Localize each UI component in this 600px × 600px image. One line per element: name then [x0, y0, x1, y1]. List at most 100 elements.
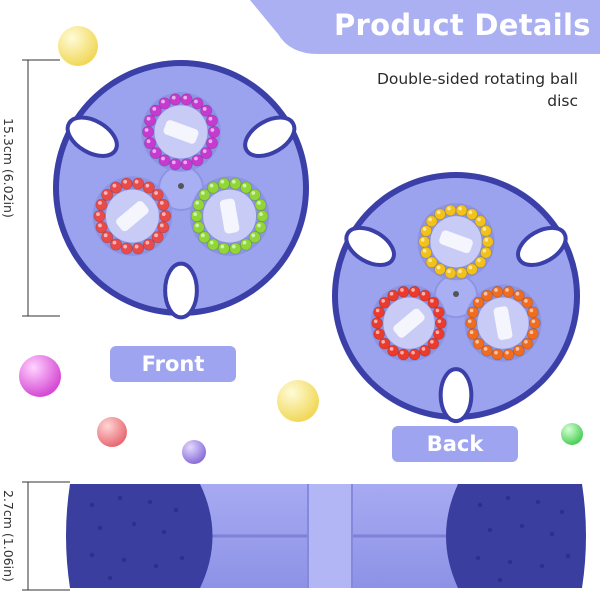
- ring-ball: [472, 337, 485, 350]
- ring-ball-highlight: [421, 291, 426, 296]
- floating-ball-pink: [19, 355, 61, 397]
- ring-ball-highlight: [154, 233, 158, 238]
- ring-ball-highlight: [524, 299, 528, 303]
- ring-ball-highlight: [145, 240, 150, 245]
- ring-ball: [521, 296, 534, 309]
- ring-ball-highlight: [183, 95, 188, 100]
- ring-ball-highlight: [505, 350, 509, 355]
- ring-ball: [513, 344, 525, 357]
- ring-ball: [142, 125, 155, 138]
- ring-ball-highlight: [375, 308, 380, 313]
- ring-ball: [455, 204, 468, 217]
- ring-ball-highlight: [428, 217, 432, 222]
- ring-ball-highlight: [161, 212, 166, 217]
- ring-ball-highlight: [98, 201, 102, 205]
- ring-ball: [378, 337, 391, 350]
- ring-ball-highlight: [154, 191, 158, 195]
- ring-ball-highlight: [529, 330, 534, 335]
- ring-ball: [256, 209, 269, 223]
- ring-ball: [467, 306, 479, 319]
- ring-slider: [116, 200, 149, 232]
- disc-window: [65, 115, 119, 158]
- ring-ball-highlight: [469, 308, 474, 313]
- floating-ball-green: [561, 423, 583, 445]
- ring-ball: [254, 198, 267, 211]
- ring-ball: [192, 221, 205, 234]
- disc-window: [516, 225, 568, 268]
- ring-ball: [180, 93, 193, 106]
- ring-ball: [157, 198, 170, 211]
- ring-ball-highlight: [231, 244, 236, 249]
- ring-ball: [444, 204, 457, 217]
- ring-ball-highlight: [469, 330, 474, 335]
- disc-window: [344, 225, 396, 268]
- ring-ball: [248, 188, 261, 201]
- ring-ball: [480, 224, 492, 237]
- ring-ball: [465, 317, 478, 330]
- ring-ball-highlight: [159, 201, 164, 205]
- ring-ball-highlight: [400, 350, 404, 355]
- ring-ball-highlight: [200, 191, 205, 195]
- ring-ball: [434, 208, 446, 221]
- ring-ball-highlight: [251, 191, 256, 195]
- ring-ball: [528, 317, 541, 330]
- ring-ball-highlight: [146, 116, 151, 121]
- ring-ball: [455, 267, 468, 279]
- ring-ball-highlight: [505, 288, 509, 292]
- ring-ball: [205, 114, 218, 127]
- ring-ball-highlight: [531, 319, 536, 324]
- ring-ball: [229, 177, 242, 190]
- ring-ball-highlight: [421, 347, 426, 351]
- disc-window: [438, 367, 474, 424]
- front-label: Front: [110, 346, 236, 382]
- ring-ball-highlight: [482, 227, 487, 231]
- ring-ball-highlight: [112, 183, 117, 188]
- ring-ball-highlight: [435, 308, 440, 313]
- ring-ball: [491, 285, 504, 298]
- ring-ball: [109, 181, 123, 194]
- ring-ball: [418, 235, 431, 248]
- ring-ball: [192, 198, 205, 211]
- ring-ball-highlight: [195, 223, 200, 228]
- ring-ball: [205, 137, 218, 150]
- ring-ball-highlight: [202, 149, 207, 154]
- ring-ball-highlight: [436, 265, 441, 270]
- ring-ball-highlight: [146, 139, 151, 144]
- ring-ball: [207, 125, 220, 138]
- diameter-label: 15.3cm (6.02in): [1, 118, 16, 218]
- ring-ball-highlight: [208, 139, 213, 144]
- ring-ball-highlight: [220, 179, 225, 184]
- ring-ball-highlight: [373, 319, 378, 324]
- ring-ball-highlight: [475, 339, 479, 344]
- ring-ball: [198, 231, 211, 244]
- ring-slider: [493, 306, 513, 340]
- ring-ball: [444, 267, 457, 279]
- ring-ball: [149, 146, 162, 160]
- ring-ball: [425, 256, 438, 269]
- ring-ball: [239, 238, 253, 251]
- floating-ball-salmon: [97, 417, 127, 447]
- ring-ball: [120, 177, 133, 190]
- ring-ball: [480, 246, 492, 259]
- ring-ball: [474, 215, 487, 228]
- ring-ball: [217, 242, 230, 255]
- diameter-dimension-line: [22, 59, 60, 317]
- ring-ball-highlight: [447, 206, 451, 211]
- ring-ball: [254, 221, 267, 234]
- thickness-dimension-line: [22, 481, 70, 591]
- ring-ball: [387, 289, 399, 302]
- disc-center-dot: [453, 291, 459, 297]
- ring-ball-highlight: [144, 128, 149, 132]
- ring-ball-highlight: [435, 330, 440, 335]
- ring-ball: [191, 154, 204, 167]
- ring-ball-highlight: [193, 212, 198, 217]
- ring-ball-highlight: [430, 339, 434, 344]
- ring-ball: [144, 137, 157, 150]
- ring-ball-highlight: [515, 347, 520, 351]
- ring-ball: [373, 306, 385, 319]
- ring-ball: [151, 188, 164, 201]
- ring-ball: [420, 224, 432, 237]
- ring-ball-highlight: [477, 217, 481, 222]
- ring-ball: [527, 328, 539, 340]
